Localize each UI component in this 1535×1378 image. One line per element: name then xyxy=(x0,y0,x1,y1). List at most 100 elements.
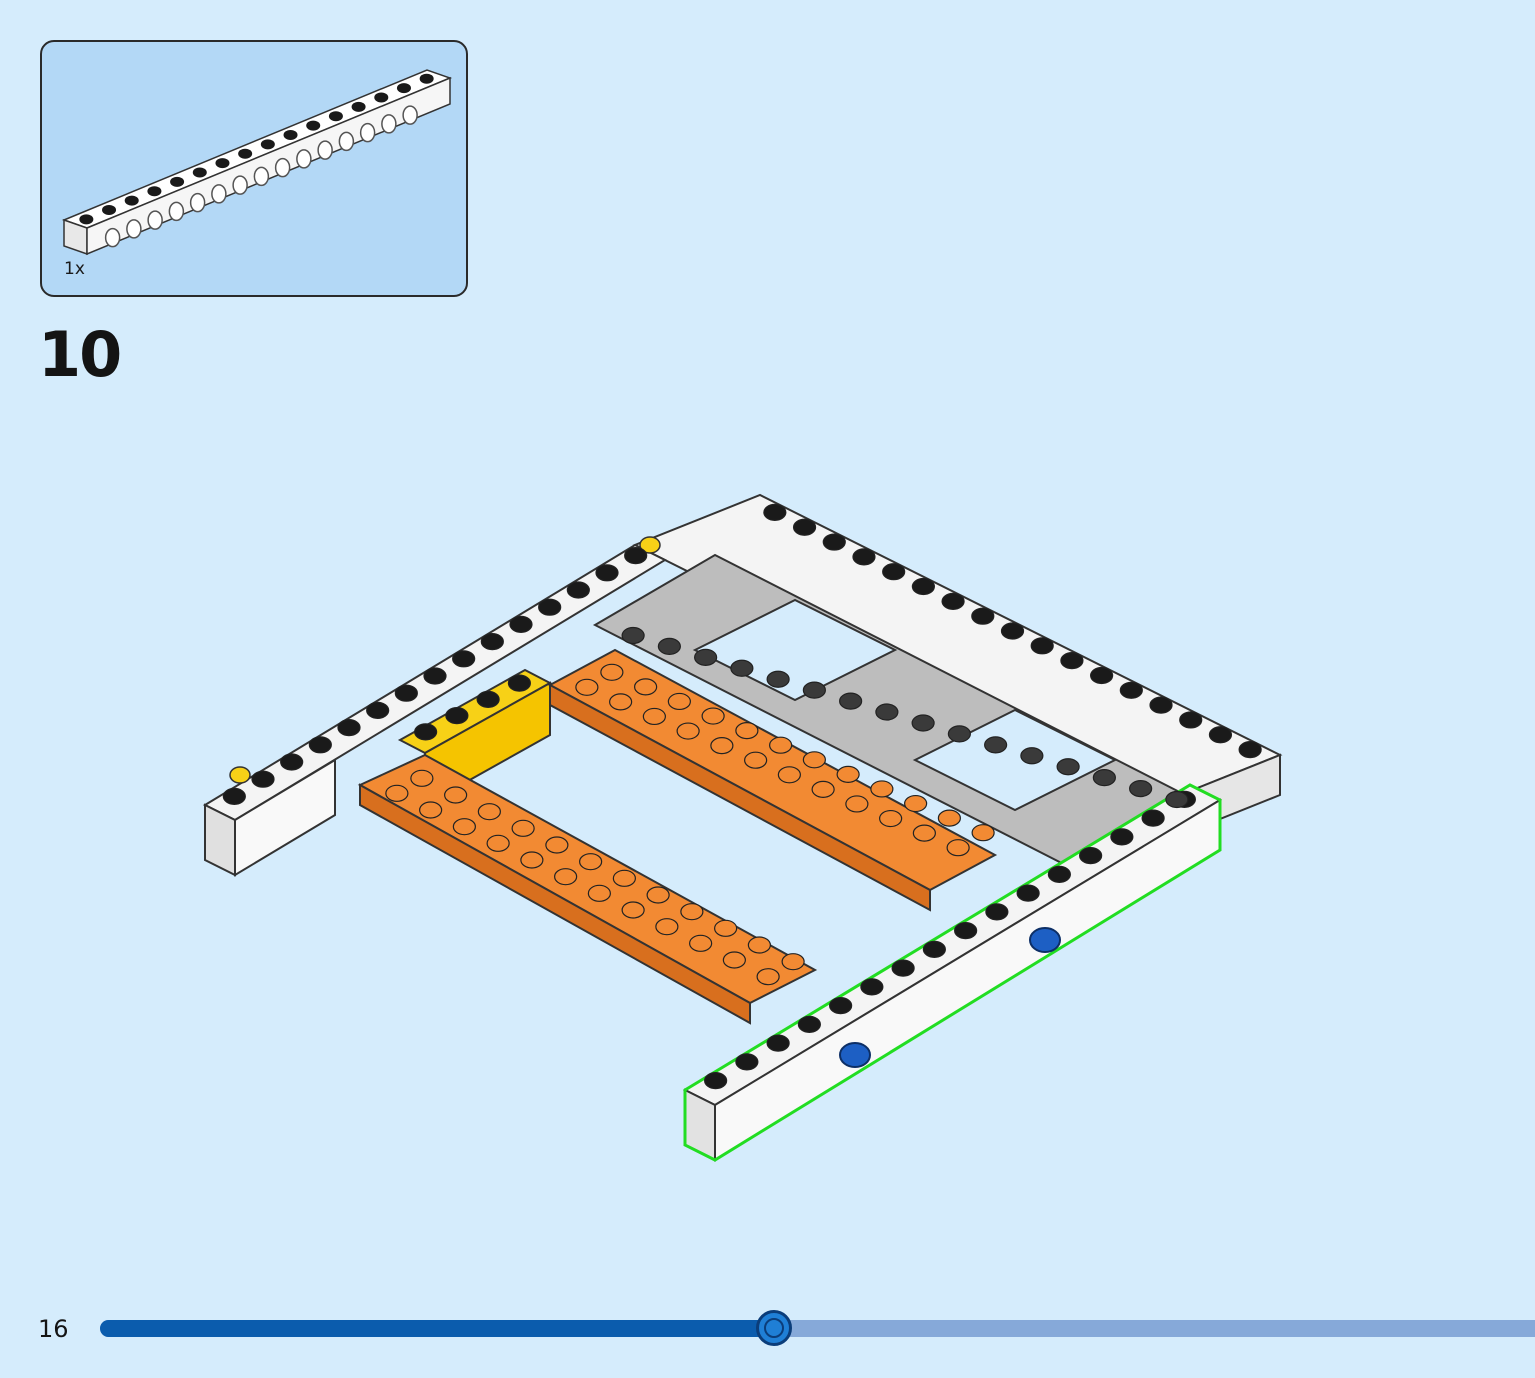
orange-plate-stud xyxy=(452,818,476,836)
beam-hole xyxy=(126,219,142,239)
beam-stud xyxy=(124,195,139,206)
orange-plate-stud xyxy=(634,678,658,696)
grey-beam-stud xyxy=(657,637,681,656)
orange-plate-stud xyxy=(710,737,734,755)
beam-hole xyxy=(211,184,227,204)
orange-plate-stud xyxy=(642,707,666,726)
white-beam-stud xyxy=(251,770,275,788)
orange-plate-stud xyxy=(410,769,434,787)
progress-bar xyxy=(100,1320,1535,1337)
beam-stud xyxy=(306,120,321,131)
grey-beam-stud xyxy=(875,703,899,721)
white-beam-stud xyxy=(1000,622,1025,640)
beam-stud xyxy=(351,101,366,112)
orange-plate-stud xyxy=(545,836,569,854)
beam-hole xyxy=(359,122,376,143)
white-beam-stud xyxy=(822,533,846,551)
beam-stud xyxy=(419,73,434,84)
white-beam-stud xyxy=(792,518,817,536)
grey-beam-stud xyxy=(766,670,790,688)
grey-beam-stud xyxy=(947,725,971,743)
white-beam-stud xyxy=(882,563,906,581)
white-beam-stud xyxy=(480,633,504,651)
yellow-beam-stud xyxy=(445,707,469,725)
beam-hole xyxy=(232,175,248,195)
orange-plate-stud xyxy=(811,780,835,798)
beam-stud xyxy=(147,186,162,197)
grey-beam-stud xyxy=(984,736,1008,754)
white-beam-stud xyxy=(1016,884,1040,902)
orange-plate-stud xyxy=(511,819,535,837)
orange-plate-stud xyxy=(802,751,826,769)
yellow-beam-stud xyxy=(507,674,531,692)
white-beam-stud xyxy=(1060,652,1084,670)
grey-beam-stud xyxy=(730,659,754,677)
white-beam-stud xyxy=(595,564,619,582)
white-beam-stud xyxy=(911,577,935,596)
white-beam-stud xyxy=(366,701,390,719)
beam-hole xyxy=(296,149,312,169)
white-beam-stud xyxy=(954,922,978,940)
orange-plate-stud xyxy=(419,801,443,819)
beam-hole xyxy=(104,227,121,248)
orange-plate-stud xyxy=(870,780,894,798)
white-beam-stud xyxy=(1110,828,1134,846)
white-beam-stud xyxy=(624,546,648,565)
parts-callout: 1x xyxy=(40,40,468,297)
white-beam-stud xyxy=(1030,637,1054,655)
orange-plate-stud xyxy=(520,851,544,869)
progress-knob[interactable] xyxy=(756,1310,793,1346)
orange-plate-stud xyxy=(735,722,759,740)
grey-beam-stud xyxy=(1129,779,1153,798)
orange-plate-stud xyxy=(554,868,578,886)
orange-plate-stud xyxy=(946,839,970,857)
white-beam-stud xyxy=(941,592,965,610)
beam-stud xyxy=(192,167,207,178)
white-beam-stud xyxy=(735,1053,759,1071)
orange-plate-stud xyxy=(579,853,603,871)
grey-beam-stud xyxy=(1092,769,1116,787)
orange-plate-stud xyxy=(621,901,645,919)
orange-plate-stud xyxy=(689,934,713,952)
white-beam-stud xyxy=(566,581,590,599)
orange-plate-stud xyxy=(904,794,928,813)
white-beam-stud xyxy=(971,607,995,625)
brick-assembly-illustration xyxy=(202,493,1283,1162)
orange-plate-stud xyxy=(385,784,409,802)
beam-stud xyxy=(328,111,343,122)
beam-stud xyxy=(396,83,411,94)
white-beam-stud xyxy=(985,903,1009,921)
beam-hole xyxy=(189,192,206,213)
orange-plate-stud xyxy=(912,824,936,842)
white-beam-stud xyxy=(766,1034,790,1052)
white-beam-stud xyxy=(1079,847,1103,865)
white-beam-stud xyxy=(891,959,915,977)
grey-beam-stud xyxy=(802,681,826,699)
white-beam-stud xyxy=(1149,696,1173,714)
beam-stud xyxy=(374,92,389,103)
grey-beam-stud xyxy=(839,692,863,710)
beam-hole xyxy=(338,131,355,152)
orange-plate-stud xyxy=(612,869,636,887)
yellow-beam-stud xyxy=(414,723,438,741)
white-beam-stud xyxy=(452,650,476,668)
white-beam-stud xyxy=(1141,809,1165,827)
grey-beam-stud xyxy=(911,714,935,732)
white-beam-stud xyxy=(922,940,946,958)
white-beam-stud xyxy=(280,753,304,771)
beam-stud xyxy=(238,148,253,159)
orange-plate-stud xyxy=(667,692,691,711)
white-beam-stud xyxy=(860,978,884,996)
orange-plate-stud xyxy=(845,795,869,813)
beam-hole xyxy=(274,157,291,178)
grey-beam-stud xyxy=(1020,747,1044,765)
beam-hole xyxy=(381,114,397,134)
white-beam-stud xyxy=(1119,681,1143,699)
step-number: 10 xyxy=(38,318,122,391)
white-beam-stud xyxy=(829,997,853,1015)
grey-beam-stud xyxy=(621,626,645,645)
white-technic-beam-icon xyxy=(61,69,453,256)
orange-plate-stud xyxy=(701,707,725,725)
orange-plate-stud xyxy=(587,884,611,902)
beam-hole xyxy=(168,201,185,222)
